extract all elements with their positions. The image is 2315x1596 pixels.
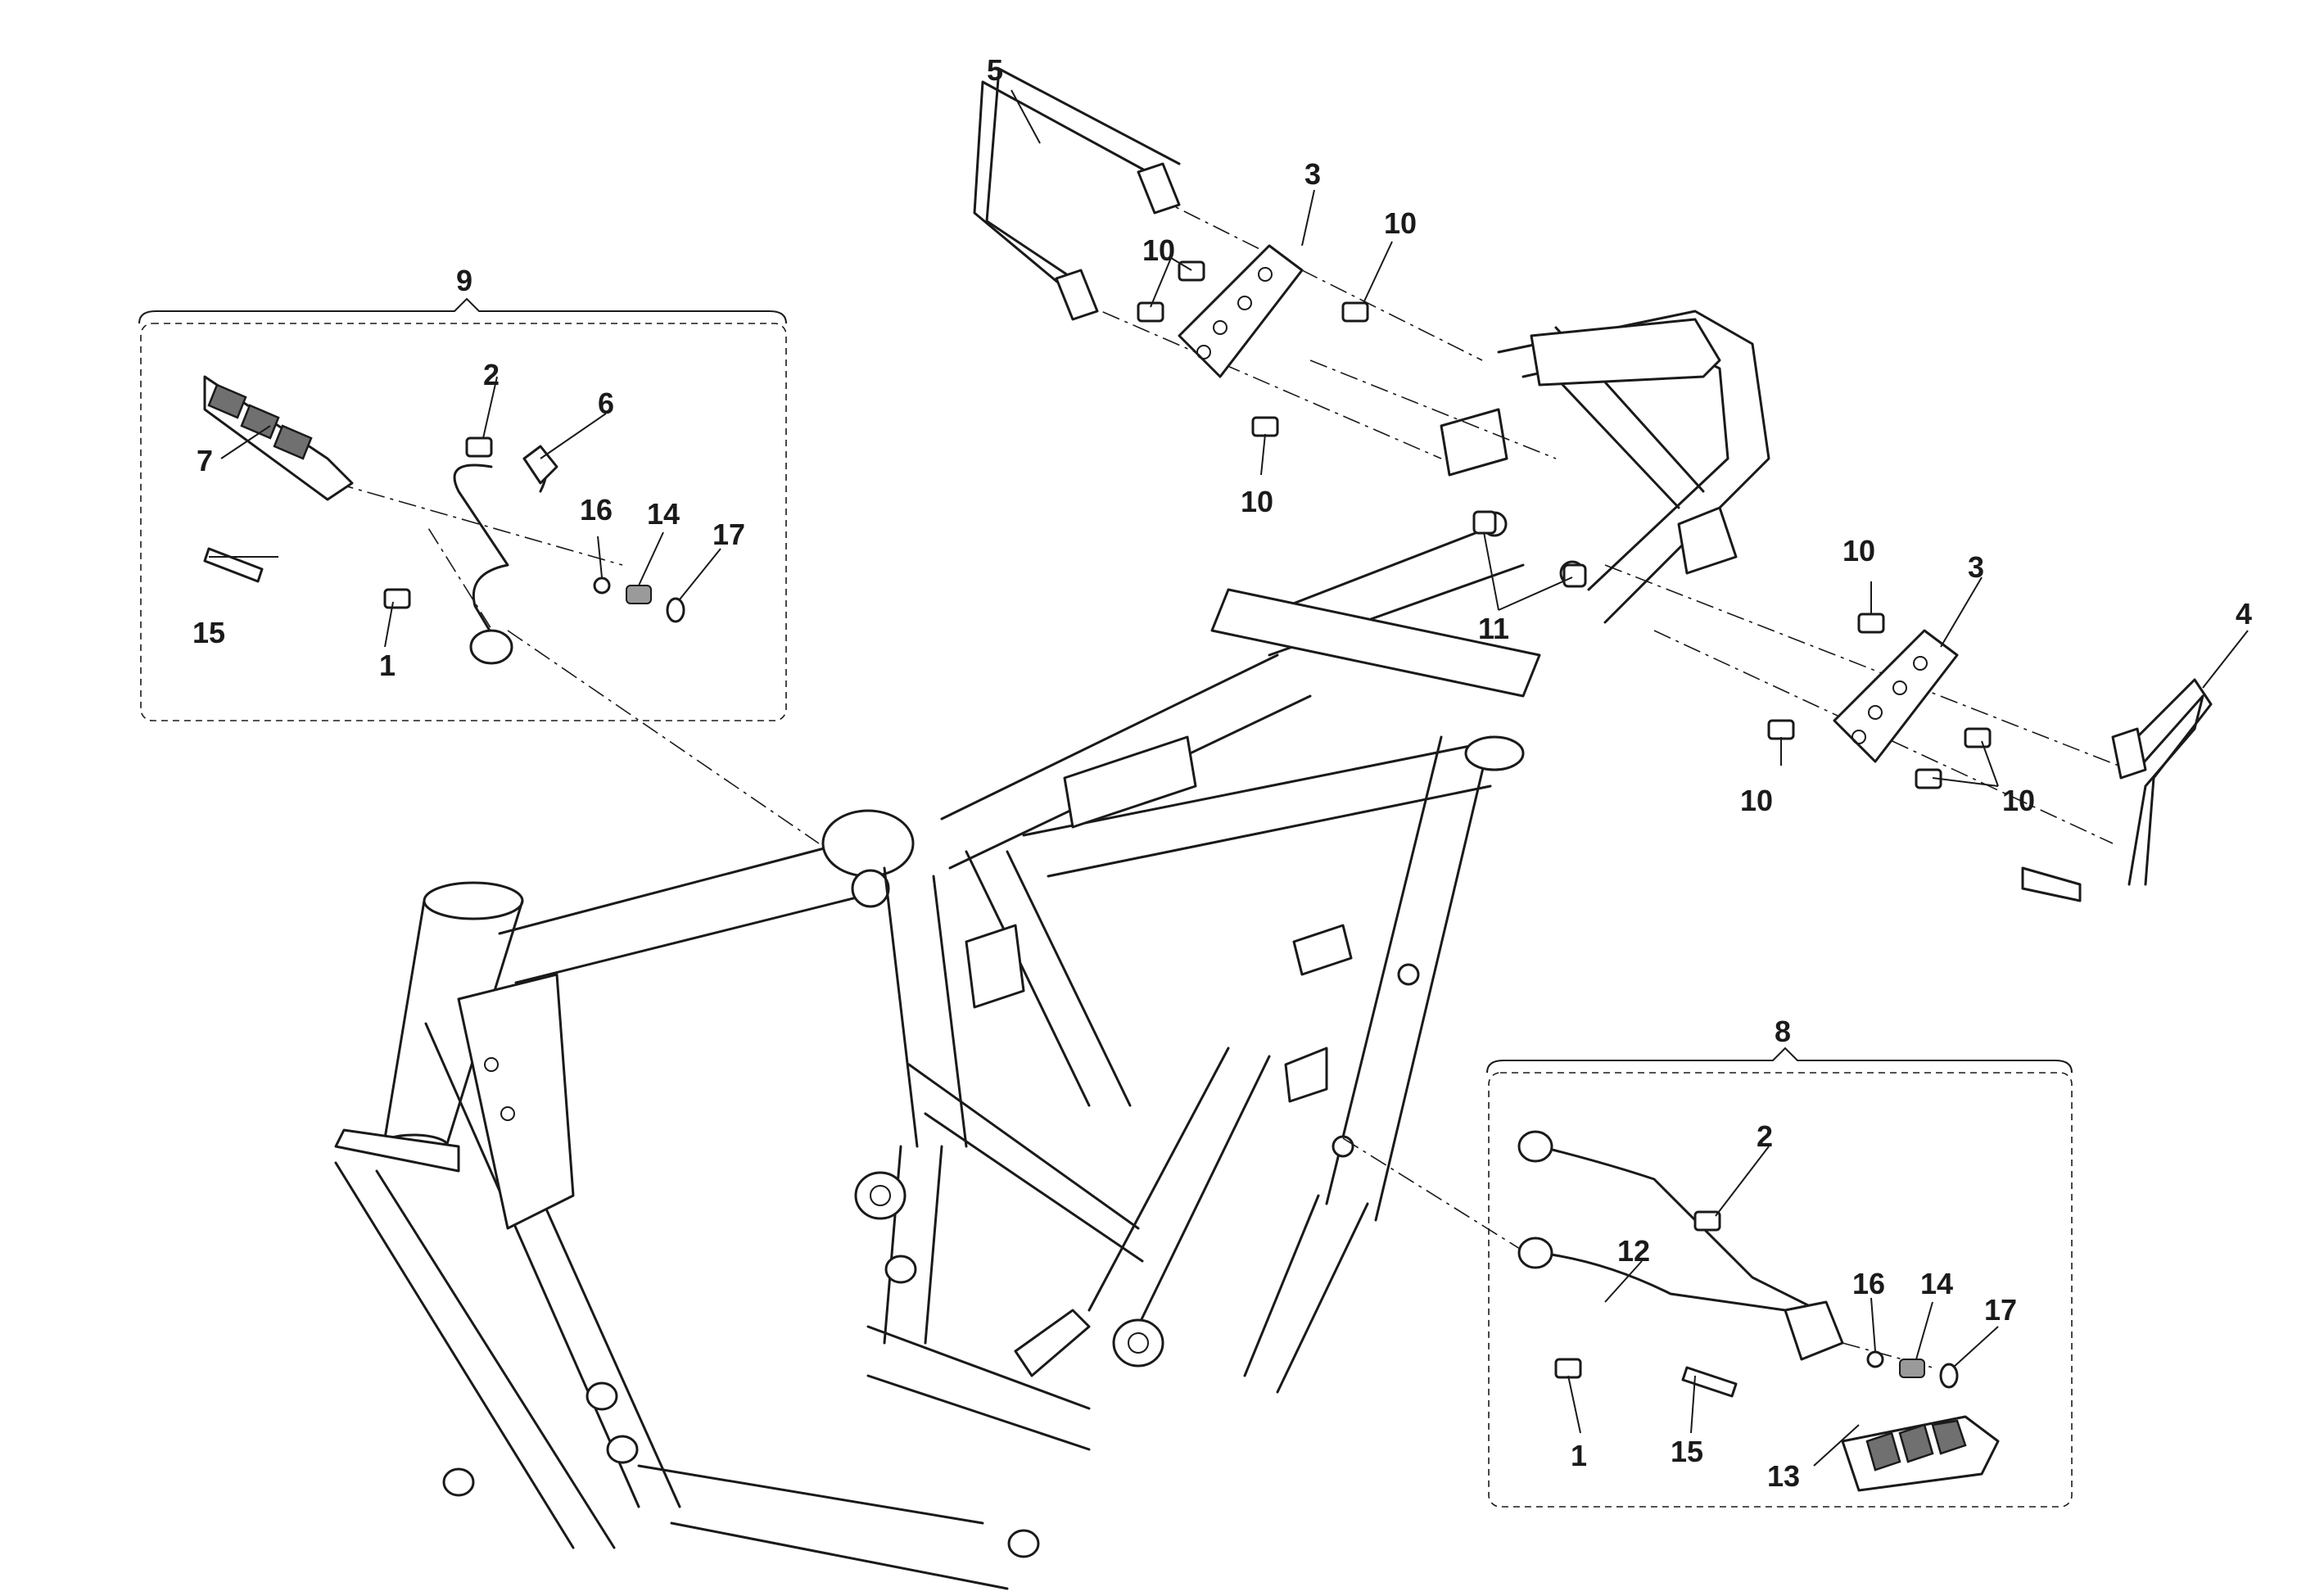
- callout-6: 6: [598, 387, 614, 420]
- plate-3-top: [1178, 244, 1304, 378]
- callout-5: 5: [987, 53, 1003, 87]
- group-8-box: [1486, 1047, 2073, 1508]
- callout-11: 11: [1478, 612, 1509, 645]
- callout-2-group-8: 2: [1757, 1119, 1773, 1153]
- callout-7: 7: [197, 444, 213, 477]
- nuts-11: [1472, 510, 1587, 588]
- callout-3-top: 3: [1304, 157, 1321, 191]
- callout-16-group-8: 16: [1852, 1267, 1885, 1300]
- motorcycle-frame: [334, 310, 1770, 1590]
- callout-10-top-bottom: 10: [1241, 485, 1273, 518]
- callout-10-right-bottom: 10: [2002, 784, 2035, 817]
- callout-1-group-9: 1: [379, 649, 396, 682]
- callout-14-group-8: 14: [1920, 1267, 1953, 1300]
- bolts-10-top: [1137, 260, 1369, 437]
- grab-bar-5: [973, 67, 1181, 321]
- callout-10-top-right: 10: [1384, 206, 1417, 240]
- callout-8: 8: [1775, 1015, 1791, 1048]
- callout-3-right: 3: [1968, 550, 1984, 584]
- callout-labels: 5 3 10 10 10 9 2 6 7 16 14 17 15 1 11 10…: [192, 53, 2252, 1493]
- callout-17-group-8: 17: [1984, 1293, 2017, 1327]
- callout-17-group-9: 17: [712, 518, 745, 551]
- callout-12: 12: [1617, 1234, 1650, 1268]
- callout-10-right-top: 10: [1843, 534, 1875, 567]
- callout-4: 4: [2236, 597, 2252, 631]
- assembly-centerlines: [335, 196, 2130, 1368]
- callout-2-group-9: 2: [483, 358, 500, 391]
- leader-lines: [209, 89, 2249, 1467]
- callout-10-right-left: 10: [1740, 784, 1773, 817]
- callout-9: 9: [456, 264, 472, 297]
- grab-bar-4: [2021, 678, 2213, 902]
- callout-15-group-8: 15: [1671, 1435, 1703, 1468]
- group-9-box: [138, 297, 787, 721]
- plate-3-right: [1767, 613, 1992, 789]
- callout-10-top-left: 10: [1142, 233, 1175, 267]
- callout-14-group-9: 14: [647, 497, 680, 531]
- callout-13: 13: [1767, 1459, 1800, 1493]
- callout-1-group-8: 1: [1571, 1439, 1587, 1472]
- callout-16-group-9: 16: [580, 493, 613, 527]
- callout-15-group-9: 15: [192, 616, 225, 649]
